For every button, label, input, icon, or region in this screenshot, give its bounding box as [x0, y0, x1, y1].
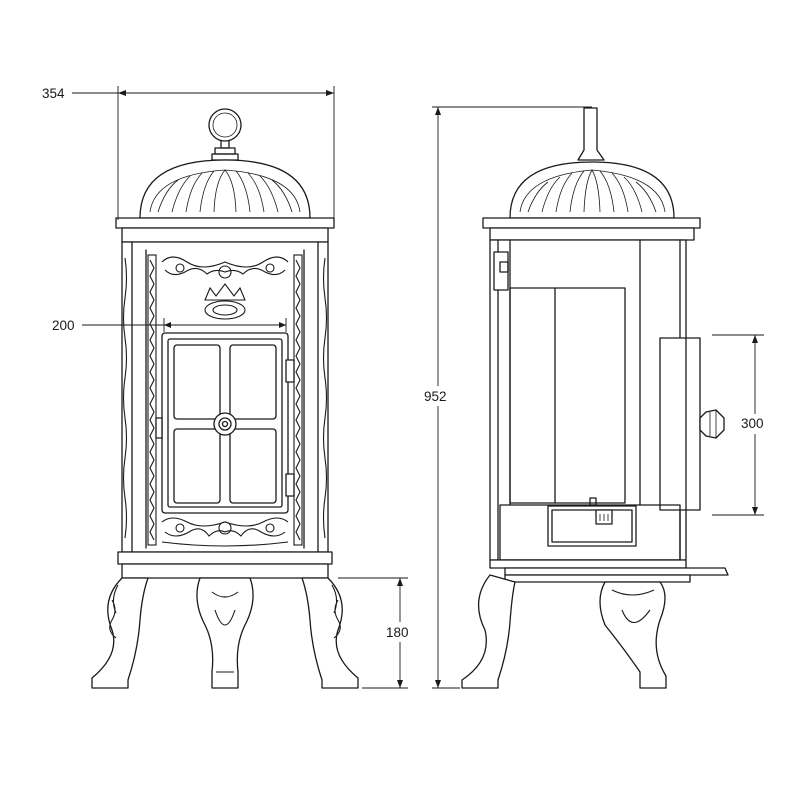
ash-shelf: [504, 567, 729, 576]
side-leg-left: [461, 574, 516, 689]
side-leg-center: [599, 581, 667, 689]
door-glass-pane: [229, 428, 277, 504]
side-dome: [509, 161, 675, 219]
door-latch: [155, 417, 163, 439]
ash-pan: [547, 505, 637, 547]
dimension-label-width: 354: [42, 86, 65, 101]
dimension-label-firebox-width: 200: [52, 318, 75, 333]
door-profile: [659, 337, 701, 511]
door-glass-pane: [173, 428, 221, 504]
dimension-label-leg-height: 180: [386, 625, 409, 640]
front-view: [82, 108, 359, 689]
crown-emblem: [204, 283, 246, 301]
side-latch: [493, 251, 509, 291]
door-hinge: [285, 473, 295, 497]
door-hinge: [285, 359, 295, 383]
front-leg-center: [196, 577, 254, 689]
side-ornament-right: [293, 254, 328, 546]
dimension-label-height: 952: [424, 389, 447, 404]
top-ornament-panel: [161, 256, 289, 320]
bottom-ornament-panel: [161, 517, 289, 547]
top-ring: [208, 108, 242, 142]
front-dome: [139, 159, 311, 219]
flue-pipe: [577, 107, 605, 161]
door-glass-pane: [173, 344, 221, 420]
side-ornament-left: [122, 254, 157, 546]
dimension-label-door-height: 300: [741, 416, 764, 431]
door-handle: [213, 412, 237, 436]
front-leg-right: [301, 577, 359, 689]
door-handle-side: [699, 409, 725, 439]
door-glass-pane: [229, 344, 277, 420]
firebox-plate: [509, 287, 626, 504]
side-view: [461, 107, 729, 689]
front-leg-left: [91, 577, 149, 689]
